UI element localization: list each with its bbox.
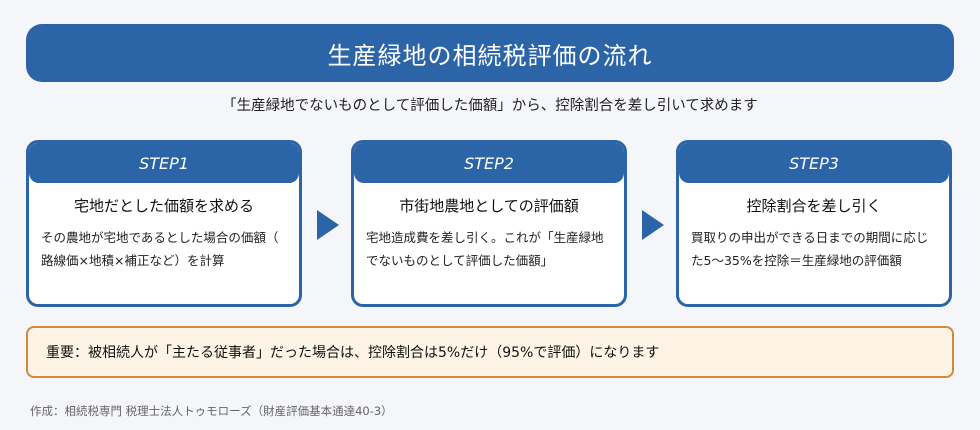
step-label-3: STEP3: [679, 143, 949, 183]
step-desc-3: 買取りの申出ができる日までの期間に応じ た5〜35%を控除＝生産緑地の評価額: [691, 226, 939, 272]
step-title-1: 宅地だとした価額を求める: [73, 197, 254, 215]
step-label-2: STEP2: [354, 143, 624, 183]
credit-line: 作成：相続税専門 税理士法人トゥモローズ（財産評価基本通達40-3）: [30, 404, 393, 418]
arrow-right-icon: [317, 210, 339, 240]
important-note-text: 重要：被相続人が「主たる従事者」だった場合は、控除割合は5%だけ（95%で評価）…: [46, 345, 660, 361]
important-note: 重要：被相続人が「主たる従事者」だった場合は、控除割合は5%だけ（95%で評価）…: [26, 326, 954, 378]
step-desc-2: 宅地造成費を差し引く。これが「生産緑地 でないものとして評価した価額」: [366, 226, 614, 272]
title-banner: 生産緑地の相続税評価の流れ: [26, 24, 954, 82]
step-desc-2-line-2: でないものとして評価した価額」: [366, 253, 554, 268]
page-title: 生産緑地の相続税評価の流れ: [327, 41, 653, 70]
subtitle: 「生産緑地でないものとして評価した価額」から、控除割合を差し引いて求めます: [222, 98, 758, 114]
step-desc-1-line-2: 路線価×地積×補正など）を計算: [41, 253, 225, 268]
step-desc-3-line-1: 買取りの申出ができる日までの期間に応じ: [691, 230, 929, 245]
step-card-3: STEP3 控除割合を差し引く 買取りの申出ができる日までの期間に応じ た5〜3…: [676, 140, 952, 307]
step-desc-3-line-2: た5〜35%を控除＝生産緑地の評価額: [691, 253, 902, 268]
step-card-2: STEP2 市街地農地としての評価額 宅地造成費を差し引く。これが「生産緑地 で…: [351, 140, 627, 307]
arrow-right-icon: [642, 210, 664, 240]
step-title-3: 控除割合を差し引く: [746, 197, 882, 215]
step-desc-2-line-1: 宅地造成費を差し引く。これが「生産緑地: [366, 230, 604, 245]
step-label-1: STEP1: [29, 143, 299, 183]
step-title-2: 市街地農地としての評価額: [399, 197, 579, 215]
step-desc-1-line-1: その農地が宅地であるとした場合の価額（: [41, 230, 279, 245]
step-desc-1: その農地が宅地であるとした場合の価額（ 路線価×地積×補正など）を計算: [41, 226, 289, 272]
step-card-1: STEP1 宅地だとした価額を求める その農地が宅地であるとした場合の価額（ 路…: [26, 140, 302, 307]
